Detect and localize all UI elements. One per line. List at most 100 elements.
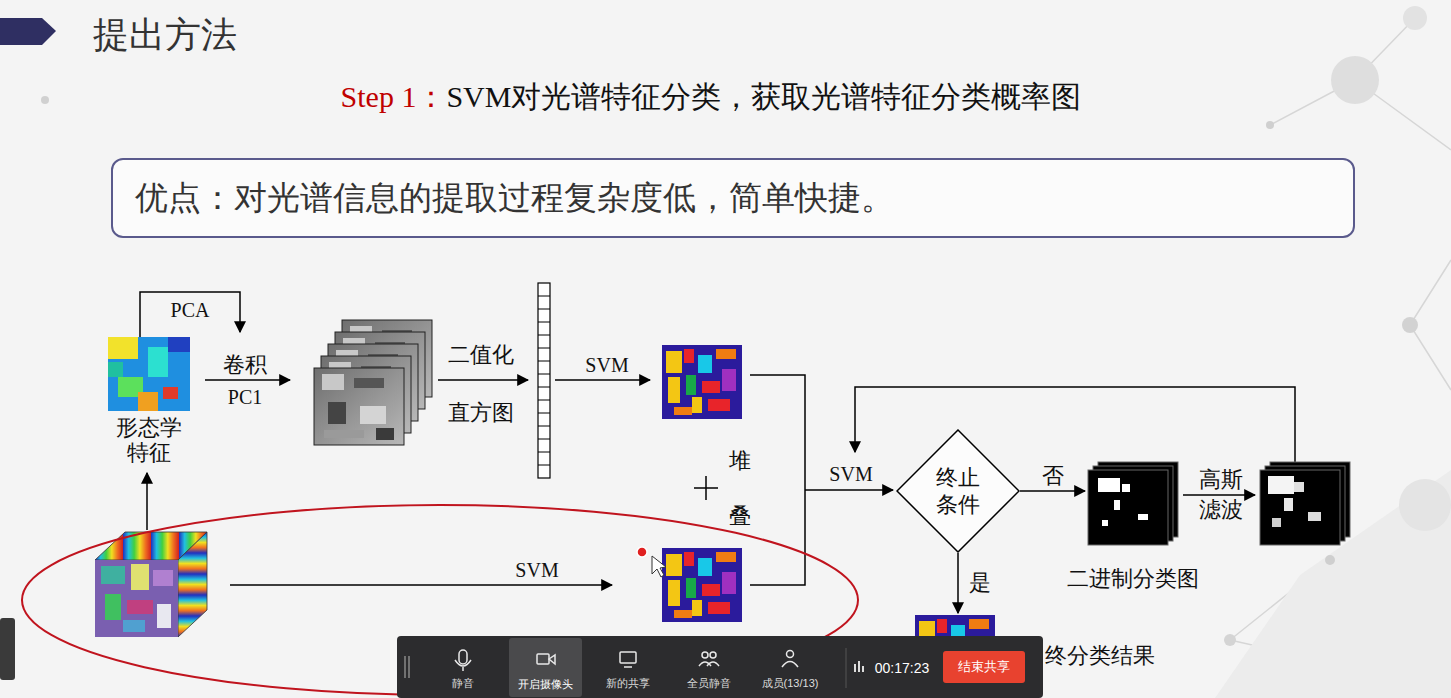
timer: 00:17:23: [875, 660, 930, 677]
operation-label: SVM: [585, 353, 628, 377]
toolbar-button: 开启摄像头: [509, 638, 582, 697]
step-heading: SVM对光谱特征分类，获取光谱特征分类概率图: [446, 80, 1081, 113]
meeting-toolbar: [455, 650, 798, 671]
binary-map-stack: [1088, 462, 1178, 545]
operation-label: SVM: [829, 462, 872, 486]
operation-label: 二值化: [448, 342, 514, 368]
meeting-toolbar: [455, 660, 471, 671]
meeting-toolbar: [397, 636, 1043, 698]
pointer: [652, 556, 666, 577]
meeting-toolbar: [787, 651, 794, 658]
image-caption: 二进制分类图: [1053, 566, 1213, 591]
meeting-toolbar: [624, 666, 632, 668]
false-color-image: [168, 337, 190, 352]
background-network: [1215, 470, 1451, 698]
image-node: 二进制分类图: [1086, 460, 1180, 549]
meeting-toolbar: [858, 661, 860, 672]
diamond-outline: [897, 430, 1019, 552]
filtered-map-stack: [1260, 470, 1340, 545]
meeting-toolbar: [862, 666, 864, 672]
meeting-toolbar: [509, 638, 582, 697]
diamond-outline: [896, 429, 1020, 553]
background-network: [41, 96, 49, 104]
background-network: [1402, 317, 1418, 333]
background-network: [1266, 121, 1274, 129]
operation-label: 滤波: [1199, 497, 1243, 523]
flow-lines: [555, 379, 650, 381]
flow-lines: [140, 292, 240, 337]
stack-label: 堆: [729, 448, 751, 474]
false-color-image: [108, 337, 138, 359]
flow-lines: [1183, 494, 1255, 496]
hyperspectral-cube: [95, 532, 207, 637]
step-number: Step 1：: [341, 80, 447, 113]
meeting-toolbar: [782, 662, 798, 668]
operation-label: 直方图: [448, 400, 514, 426]
hyperspectral-cube: [153, 570, 173, 586]
grayscale-stack: [314, 320, 432, 445]
end-share-button: 结束共享: [943, 651, 1025, 683]
background-network: [1399, 479, 1451, 531]
false-color-image: [108, 362, 123, 377]
classification-map: [662, 345, 742, 622]
operation-label: PC1: [228, 385, 262, 409]
binary-map-stack: [1088, 470, 1168, 545]
false-color-image: [108, 337, 190, 411]
meeting-toolbar: [459, 650, 467, 664]
false-color-image: [108, 337, 190, 411]
meeting-toolbar: [405, 656, 409, 678]
pointer: [637, 547, 647, 557]
meeting-toolbar: [620, 652, 636, 663]
node-text: 优点：对光谱信息的提取过程复杂度低，简单快捷。: [135, 178, 894, 218]
hyperspectral-cube: [178, 532, 207, 637]
image-caption: 终分类结果: [1045, 643, 1155, 669]
meeting-toolbar: [710, 652, 716, 658]
side-handle: [0, 618, 15, 680]
flow-lines: [205, 379, 290, 381]
hyperspectral-cube: [105, 594, 121, 620]
header-tab: [0, 18, 56, 45]
operation-label: SVM: [515, 558, 558, 582]
flow-lines: [694, 476, 718, 500]
slide-title: 提出方法: [93, 13, 237, 56]
hyperspectral-cube: [123, 620, 145, 632]
meeting-toolbar: [854, 664, 856, 672]
image-caption: 形态学 特征: [103, 415, 195, 466]
edge-label: 否: [1040, 463, 1066, 489]
background-network: [41, 6, 1451, 698]
decision-diamond: 终止 条件: [896, 429, 1020, 553]
operation-label: PCA: [171, 298, 210, 322]
toolbar-label: 成员(13/13): [762, 677, 819, 690]
meeting-toolbar: [699, 662, 719, 666]
operation-label: 高斯: [1199, 467, 1243, 493]
image-node: 形态学 特征: [108, 337, 190, 411]
meeting-toolbar: [846, 648, 847, 688]
background-network: [1325, 555, 1335, 565]
image-node: 终分类结果: [915, 614, 997, 636]
background-network: [1224, 634, 1236, 646]
hyperspectral-cube: [131, 564, 149, 590]
meeting-toolbar: [537, 654, 549, 664]
false-color-image: [163, 387, 178, 399]
meeting-toolbar: [397, 636, 1043, 698]
background-network: [1403, 6, 1427, 30]
pointer: [637, 547, 666, 577]
flow-lines: [140, 292, 1295, 585]
advantage-box: 优点：对光谱信息的提取过程复杂度低，简单快捷。: [111, 158, 1355, 238]
node-text: 开启摄像头: [518, 678, 573, 691]
step-line: Step 1：SVM对光谱特征分类，获取光谱特征分类概率图: [341, 77, 1082, 118]
stack-label: 叠: [729, 503, 751, 529]
toolbar-label: 新的共享: [606, 677, 650, 690]
hyperspectral-cube: [127, 600, 153, 614]
feature-vector: [538, 283, 550, 478]
feature-vector: [538, 296, 550, 465]
hyperspectral-cube: [101, 566, 125, 584]
flow-lines: [750, 375, 805, 585]
background-network: [1331, 56, 1379, 104]
flow-lines: [146, 473, 148, 530]
hyperspectral-cube: [95, 560, 178, 637]
hyperspectral-cube: [157, 604, 171, 628]
feature-vector: [538, 283, 550, 478]
flow-arrow: [957, 553, 959, 613]
meeting-toolbar: [702, 652, 708, 658]
